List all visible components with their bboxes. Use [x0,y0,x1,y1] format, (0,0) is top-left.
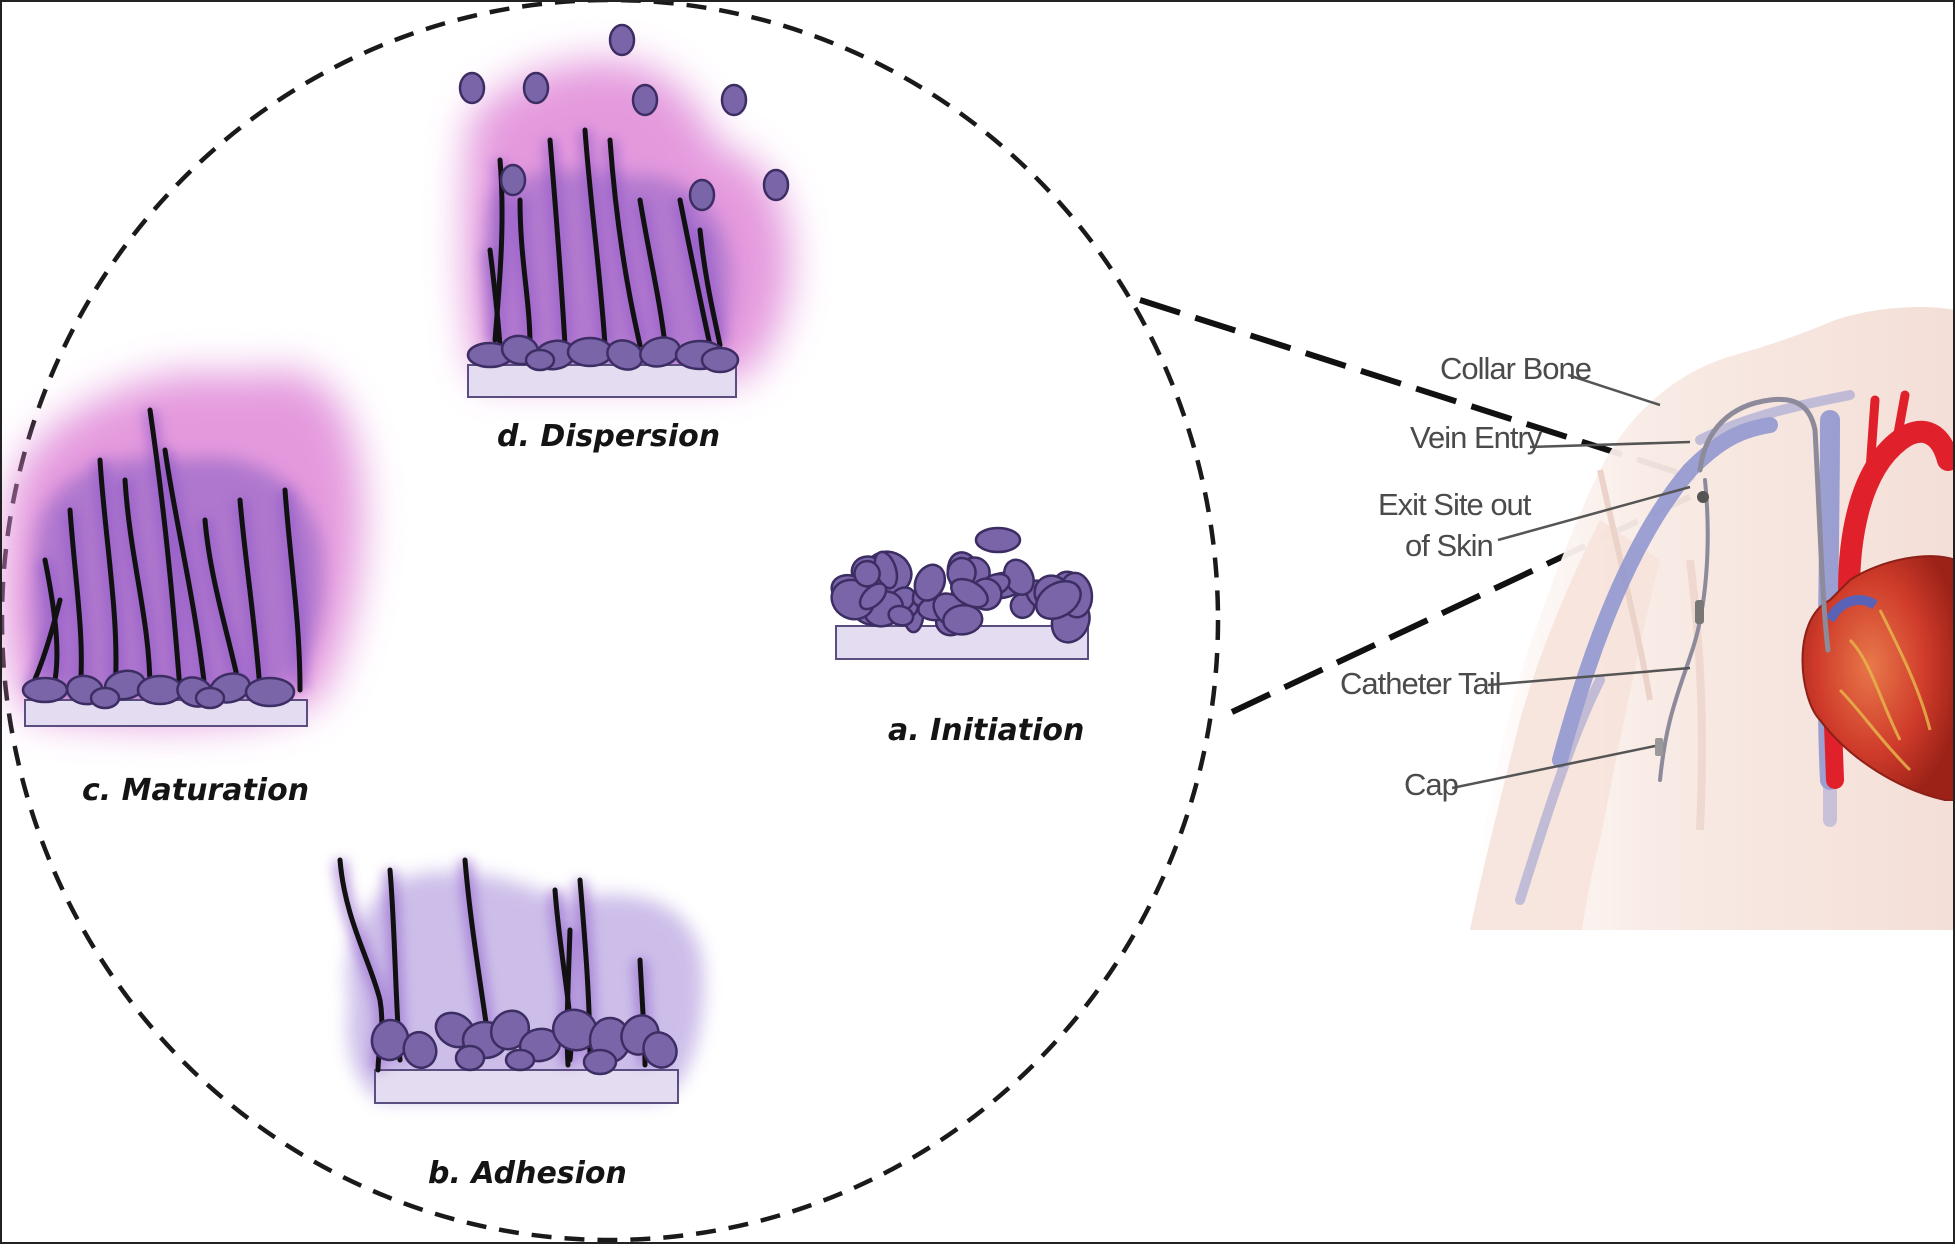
label-vein-entry: Vein Entry [1410,420,1543,455]
stage-maturation [3,370,363,726]
stage-label-maturation: c. Maturation [82,773,309,808]
bacterial-cell [584,1050,616,1074]
dispersed-cell [764,170,788,200]
substrate-surface [375,1070,678,1103]
bacterial-cell [138,676,182,704]
stage-label-initiation: a. Initiation [888,713,1084,748]
bacterial-cell [23,678,67,702]
stage-initiation [825,528,1096,659]
bacterial-cell [568,338,612,366]
dispersed-cell [524,73,548,103]
dispersed-cell [460,73,484,103]
detaching-cell [976,528,1020,552]
bacterial-cell [506,1050,534,1070]
dispersed-cell [610,25,634,55]
catheter-cuff [1695,600,1704,624]
label-cap: Cap [1404,767,1458,802]
bacterial-cell [526,350,554,370]
label-exit-site-line2: of Skin [1405,528,1493,563]
bacterial-cell [702,348,738,372]
bacterial-cell [91,688,119,708]
dispersed-cell [501,165,525,195]
label-exit-site-line1: Exit Site out [1378,487,1532,522]
label-catheter-tail: Catheter Tail [1340,666,1500,701]
catheter-cap [1655,738,1663,756]
bacterial-cell [853,560,880,588]
stage-label-adhesion: b. Adhesion [428,1156,627,1191]
chest-anatomy-illustration [1452,307,1955,930]
dispersed-cell [633,85,657,115]
bacterial-cell [196,688,224,708]
catheter-exit-marker [1697,491,1709,503]
stage-label-dispersion: d. Dispersion [497,419,720,454]
dispersed-cell [722,85,746,115]
bacterial-cell [456,1046,484,1070]
stage-adhesion [340,860,704,1103]
dispersed-cell [690,180,714,210]
label-collar-bone: Collar Bone [1440,351,1591,386]
bacterial-cell [246,678,294,706]
stage-dispersion [460,25,790,397]
